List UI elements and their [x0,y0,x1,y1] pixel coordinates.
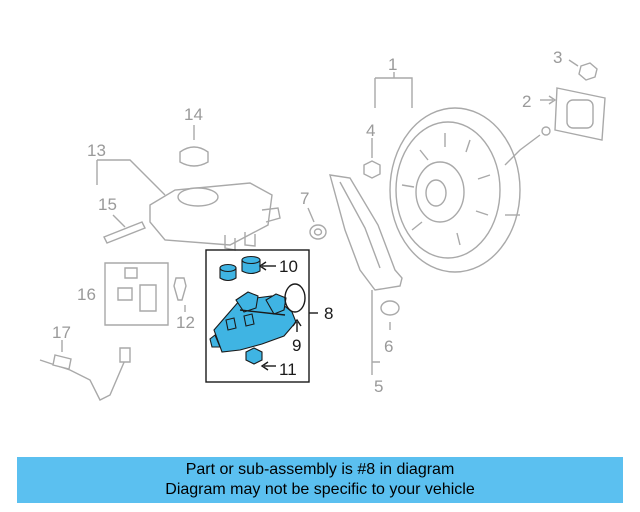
info-banner: Part or sub-assembly is #8 in diagram Di… [17,457,623,503]
sensor-wire-17 [39,340,131,401]
callout-6: 6 [384,337,393,356]
callout-16: 16 [77,285,96,304]
banner-line-1: Part or sub-assembly is #8 in diagram [185,461,455,478]
callout-12: 12 [176,313,195,332]
banner-line-2: Diagram may not be specific to your vehi… [165,481,475,498]
o-ring-9[interactable] [284,283,306,332]
grommets-10[interactable] [219,255,276,282]
callout-2: 2 [522,92,531,111]
callout-4: 4 [366,121,375,140]
heat-shield [329,174,403,291]
callout-labels: 1 2 3 4 5 6 7 8 9 10 11 12 13 14 15 16 1… [52,48,562,396]
nut-11[interactable] [245,347,276,371]
seal-7 [307,207,327,240]
callout-17: 17 [52,323,71,342]
master-cylinder-box[interactable] [205,249,318,383]
callout-15: 15 [98,195,117,214]
fluid-reservoir [149,182,281,251]
nut-3 [578,62,598,81]
callout-3: 3 [553,48,562,67]
callout-8: 8 [324,304,333,323]
callout-1: 1 [388,55,397,74]
pin-15 [103,214,146,244]
sensor-group-16 [104,262,169,326]
callout-7: 7 [300,189,309,208]
callout-10: 10 [279,257,298,276]
gasket-plate [554,87,606,141]
grommet-6 [380,300,400,330]
callout-11: 11 [279,360,297,379]
reservoir-cap [179,125,209,167]
bolt-12 [173,277,187,312]
callout-9: 9 [292,336,301,355]
master-cylinder[interactable] [209,291,297,353]
callout-13: 13 [87,141,106,160]
callout-5: 5 [374,377,383,396]
brake-booster [389,107,551,273]
callout-14: 14 [184,105,203,124]
